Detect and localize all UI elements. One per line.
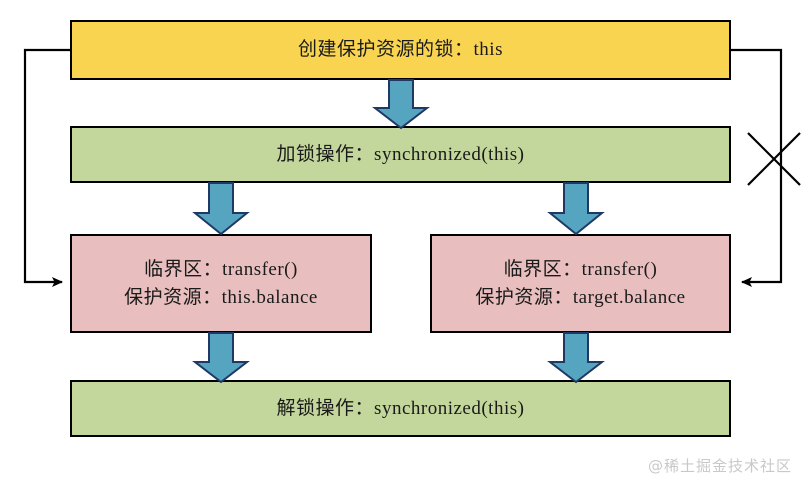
critical-target-label-line1: 临界区：transfer() xyxy=(503,258,658,280)
arrow-lock-to-critical-left xyxy=(192,182,250,236)
critical-section-this-box[interactable]: 临界区：transfer() 保护资源：this.balance xyxy=(70,234,372,333)
lock-operation-label: 加锁操作：synchronized(this) xyxy=(276,143,525,165)
feedback-line-left xyxy=(23,48,70,287)
arrow-critical-left-to-unlock xyxy=(192,332,250,384)
critical-section-target-box[interactable]: 临界区：transfer() 保护资源：target.balance xyxy=(430,234,731,333)
critical-this-label-line2: 保护资源：this.balance xyxy=(124,286,318,308)
unlock-operation-box[interactable]: 解锁操作：synchronized(this) xyxy=(70,380,731,437)
invalid-cross-mark xyxy=(747,132,801,186)
create-lock-label: 创建保护资源的锁：this xyxy=(298,39,503,61)
critical-target-label-line2: 保护资源：target.balance xyxy=(475,286,686,308)
arrow-critical-right-to-unlock xyxy=(547,332,605,384)
critical-this-label-line1: 临界区：transfer() xyxy=(144,258,298,280)
create-lock-box[interactable]: 创建保护资源的锁：this xyxy=(70,20,731,80)
arrow-lock-to-critical-right xyxy=(547,182,605,236)
watermark: @稀土掘金技术社区 xyxy=(647,457,792,475)
unlock-operation-label: 解锁操作：synchronized(this) xyxy=(276,397,525,419)
arrow-create-to-lock xyxy=(372,79,430,130)
